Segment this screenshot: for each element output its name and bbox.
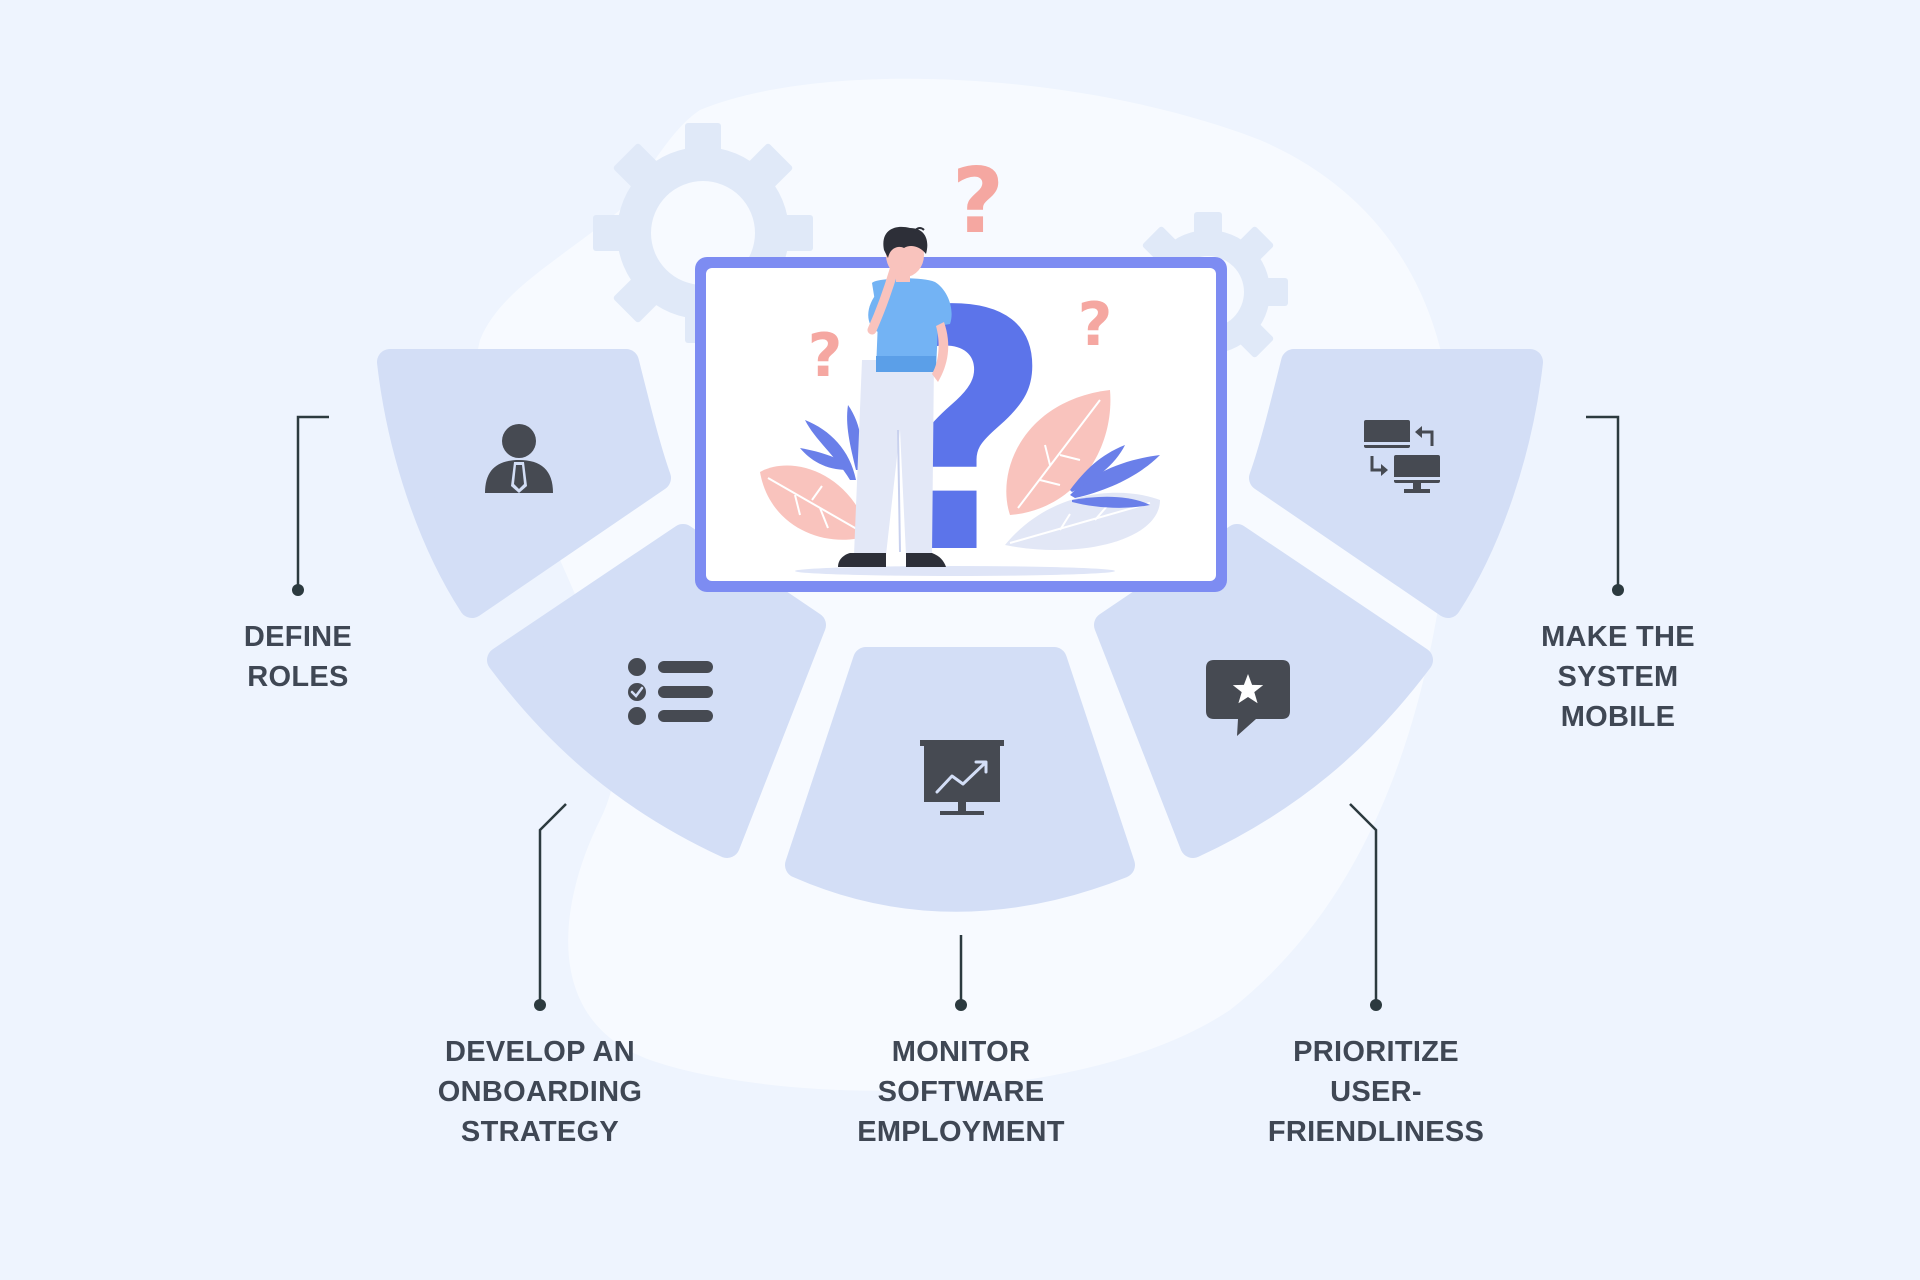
- connector-dots: [292, 584, 1624, 1011]
- thinking-person: [838, 226, 952, 567]
- pink-leaf-left: [760, 465, 870, 540]
- user-tie-icon: [485, 424, 553, 493]
- label-onboarding: DEVELOP AN ONBOARDING STRATEGY: [437, 1036, 643, 1148]
- blue-leaves-right: [1070, 445, 1160, 508]
- segment-onboarding: [487, 524, 826, 858]
- svg-text:?: ?: [952, 149, 1004, 254]
- connector-define-roles: [296, 415, 329, 590]
- central-illustration: ? ? ? ?: [695, 149, 1227, 626]
- connector-user-friendly: [1349, 803, 1378, 1005]
- label-define-roles: DEFINE ROLES: [243, 621, 353, 693]
- blue-leaves-left: [800, 405, 862, 480]
- label-monitor: MONITOR SOFTWARE EMPLOYMENT: [857, 1036, 1065, 1148]
- star-chat-icon: [1206, 660, 1290, 736]
- label-mobile: MAKE THE SYSTEM MOBILE: [1541, 621, 1695, 733]
- connector-lines: [296, 415, 1620, 1005]
- label-user-friendly: PRIORITIZE USER- FRIENDLINESS: [1267, 1036, 1485, 1148]
- connector-mobile: [1586, 415, 1620, 590]
- svg-text:?: ?: [1078, 290, 1113, 360]
- connector-onboarding: [538, 803, 567, 1005]
- presentation-chart-icon: [920, 740, 1004, 815]
- pink-leaf-right: [1006, 390, 1111, 515]
- sync-computers-icon: [1364, 420, 1440, 493]
- segment-mobile: [1249, 349, 1543, 618]
- checklist-icon: [628, 658, 713, 725]
- pink-question-marks: ? ? ?: [808, 149, 1113, 391]
- svg-text:?: ?: [808, 321, 843, 391]
